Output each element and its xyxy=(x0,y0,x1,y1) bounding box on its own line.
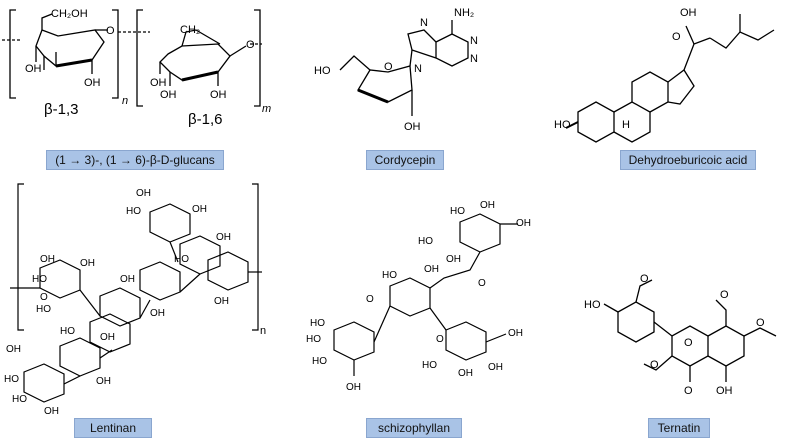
h-label: H xyxy=(622,119,630,131)
oh-label: OH xyxy=(40,254,55,265)
label-lentinan: Lentinan xyxy=(74,418,152,438)
oh-label: OH xyxy=(150,77,167,89)
ch2-label: CH₂ xyxy=(180,24,200,36)
oh-label: OH xyxy=(458,368,473,379)
oh-label: OH xyxy=(210,89,227,101)
ho-label: HO xyxy=(12,394,27,405)
oh-label: OH xyxy=(716,385,733,397)
schizo-structure xyxy=(333,213,518,376)
oh-label: OH xyxy=(446,254,461,265)
ho-label: HO xyxy=(310,318,325,329)
label-dehydroeburicoic-acid: Dehydroeburicoic acid xyxy=(620,150,756,170)
lentinan-text: OH HO OH O HO HO OH OH OH HO OH OH OH OH… xyxy=(4,188,266,417)
ch2oh-label: CH₂OH xyxy=(51,8,88,20)
ho-label: HO xyxy=(174,254,189,265)
ternatin-text: HO O O O O O O OH xyxy=(584,273,765,397)
oh-label: OH xyxy=(100,332,115,343)
ho-label: HO xyxy=(584,299,601,311)
oh-label: OH xyxy=(44,406,59,417)
oh-label: OH xyxy=(216,232,231,243)
oh-label: OH xyxy=(424,264,439,275)
cordycepin-structure xyxy=(339,20,469,116)
n-subscript: n xyxy=(122,95,128,107)
glucan-text: CH₂OH O OH OH CH₂ O OH OH OH β-1,3 β-1,6… xyxy=(25,8,271,128)
o-label: O xyxy=(672,31,681,43)
ho-label: HO xyxy=(4,374,19,385)
oh-label: OH xyxy=(25,63,42,75)
o-label: O xyxy=(384,61,393,73)
o-label: O xyxy=(366,294,374,305)
label-glucans: (1 → 3)-, (1 → 6)-β-D-glucans xyxy=(46,150,224,170)
label-ternatin: Ternatin xyxy=(648,418,710,438)
o-label: O xyxy=(436,334,444,345)
o-label: O xyxy=(720,289,729,301)
ho-label: HO xyxy=(60,326,75,337)
ternatin-structure xyxy=(603,279,777,382)
ho-label: HO xyxy=(314,65,331,77)
ho-label: HO xyxy=(418,236,433,247)
oh-label: OH xyxy=(192,204,207,215)
oh-label: OH xyxy=(680,7,697,19)
dehydro-structure xyxy=(565,14,775,143)
nh2-label: NH₂ xyxy=(454,7,474,19)
ho-label: HO xyxy=(36,304,51,315)
n-subscript: n xyxy=(260,325,266,337)
oh-label: OH xyxy=(214,296,229,307)
lentinan-structure xyxy=(10,183,262,403)
glucan-structure xyxy=(2,9,262,107)
ho-label: HO xyxy=(422,360,437,371)
dehydro-text: OH O HO H xyxy=(554,7,697,131)
o-label: O xyxy=(640,273,649,285)
oh-label: OH xyxy=(480,200,495,211)
oh-label: OH xyxy=(84,77,101,89)
oh-label: OH xyxy=(346,382,361,393)
oh-label: OH xyxy=(516,218,531,229)
oh-label: OH xyxy=(150,308,165,319)
n-label: N xyxy=(420,17,428,29)
ho-label: HO xyxy=(382,270,397,281)
schizo-text: HO OH HO OH OH O HO OH O HO HO HO OH O H… xyxy=(306,200,531,393)
oh-label: OH xyxy=(488,362,503,373)
o-label: O xyxy=(40,292,48,303)
n-label: N xyxy=(470,53,478,65)
o-label: O xyxy=(684,337,693,349)
oh-label: OH xyxy=(136,188,151,199)
m-subscript: m xyxy=(262,103,271,115)
oh-label: OH xyxy=(160,89,177,101)
o-label: O xyxy=(684,385,693,397)
ho-label: HO xyxy=(306,334,321,345)
label-schizophyllan: schizophyllan xyxy=(366,418,462,438)
oh-label: OH xyxy=(96,376,111,387)
oh-label: OH xyxy=(6,344,21,355)
o-label: O xyxy=(246,39,255,51)
n-label: N xyxy=(470,35,478,47)
n-label: N xyxy=(414,63,422,75)
o-label: O xyxy=(650,359,659,371)
oh-label: OH xyxy=(404,121,421,133)
o-label: O xyxy=(756,317,765,329)
ho-label: HO xyxy=(450,206,465,217)
oh-label: OH xyxy=(120,274,135,285)
cordycepin-text: NH₂ N N N N O HO OH xyxy=(314,7,478,133)
oh-label: OH xyxy=(508,328,523,339)
beta13-label: β-1,3 xyxy=(44,101,78,118)
label-cordycepin: Cordycepin xyxy=(366,150,444,170)
ho-label: HO xyxy=(312,356,327,367)
beta16-label: β-1,6 xyxy=(188,111,222,128)
ho-label: HO xyxy=(32,274,47,285)
ho-label: HO xyxy=(554,119,571,131)
oh-label: OH xyxy=(80,258,95,269)
ho-label: HO xyxy=(126,206,141,217)
o-label: O xyxy=(106,25,115,37)
o-label: O xyxy=(478,278,486,289)
